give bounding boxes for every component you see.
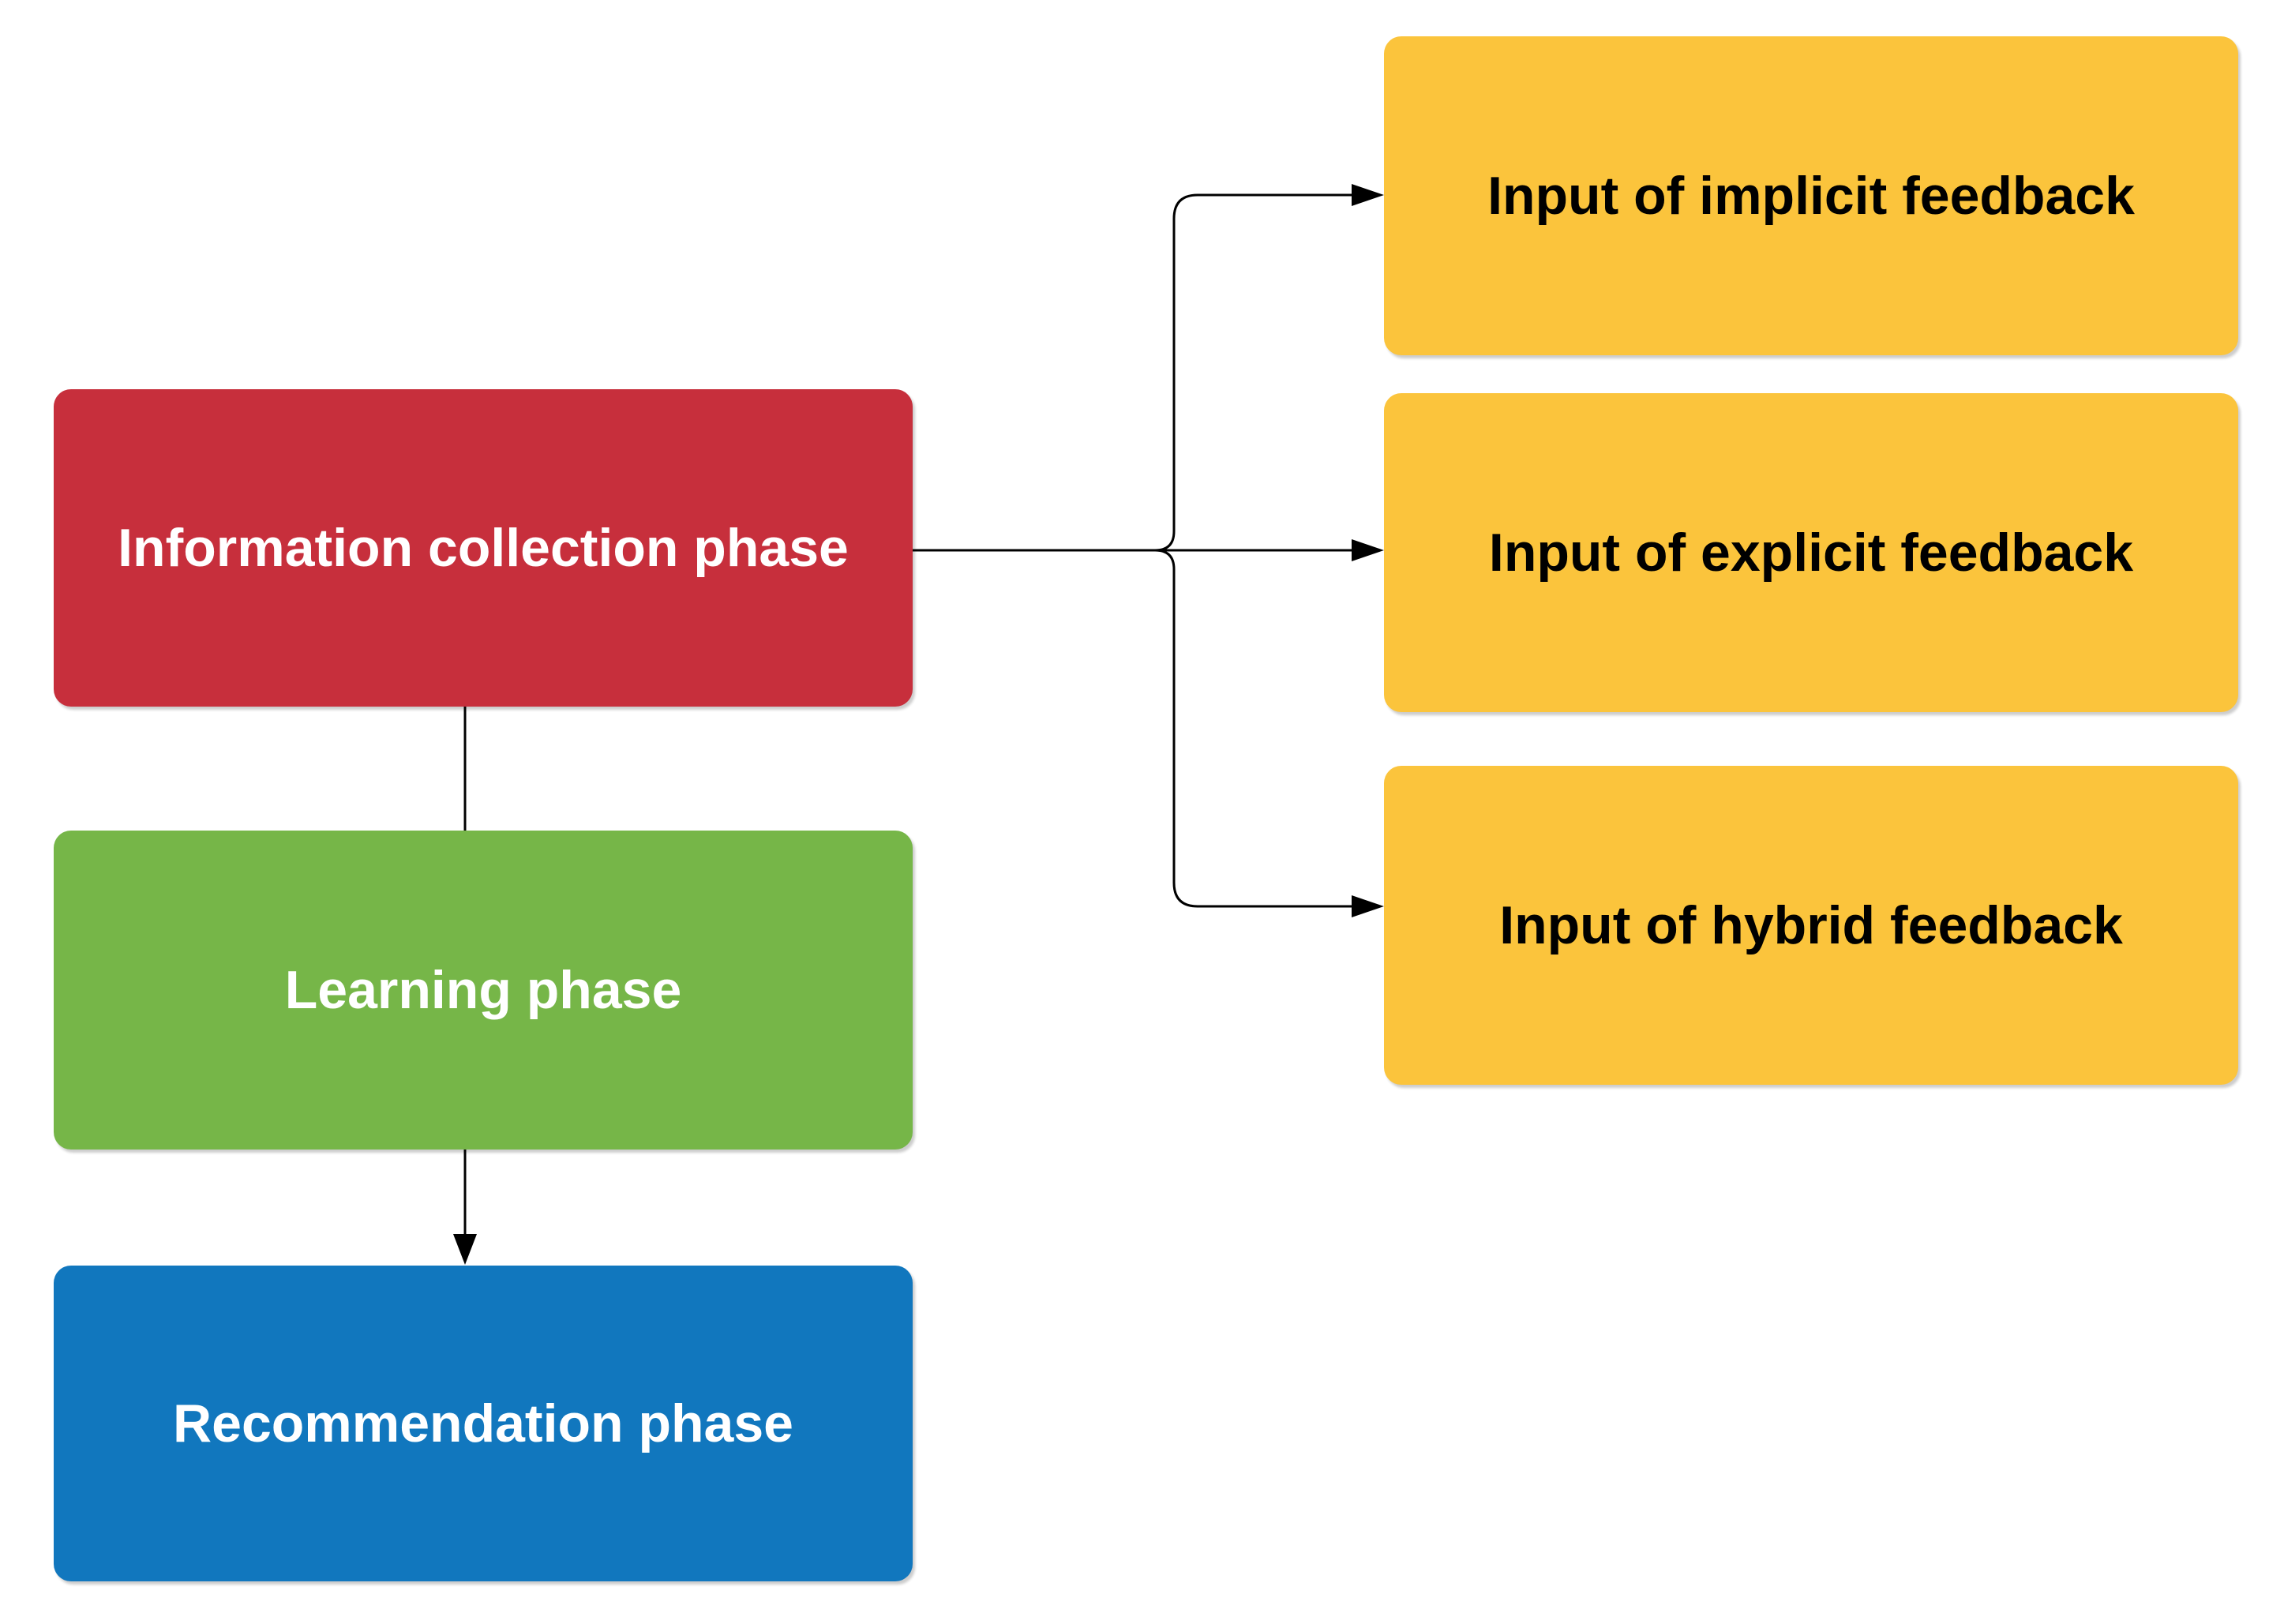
- node-label: Learning phase: [284, 959, 682, 1020]
- arrowhead-right-icon: [1352, 184, 1384, 206]
- node-recommendation-phase: Recommendation phase: [54, 1266, 913, 1581]
- node-label: Recommendation phase: [173, 1393, 793, 1453]
- arrowhead-down-icon: [453, 1234, 477, 1265]
- connector-info-to-implicit: [1154, 193, 1352, 552]
- node-label: Information collection phase: [118, 517, 849, 578]
- node-label: Input of explicit feedback: [1488, 522, 2134, 583]
- node-input-hybrid-feedback: Input of hybrid feedback: [1384, 766, 2238, 1085]
- node-label: Input of implicit feedback: [1487, 165, 2135, 226]
- node-label: Input of hybrid feedback: [1499, 895, 2123, 955]
- node-learning-phase: Learning phase: [54, 831, 913, 1150]
- node-input-explicit-feedback: Input of explicit feedback: [1384, 393, 2238, 712]
- node-input-implicit-feedback: Input of implicit feedback: [1384, 36, 2238, 355]
- arrowhead-right-icon: [1352, 895, 1384, 917]
- node-information-collection-phase: Information collection phase: [54, 389, 913, 707]
- connector-info-to-hybrid: [1154, 549, 1352, 908]
- arrowhead-right-icon: [1352, 539, 1384, 561]
